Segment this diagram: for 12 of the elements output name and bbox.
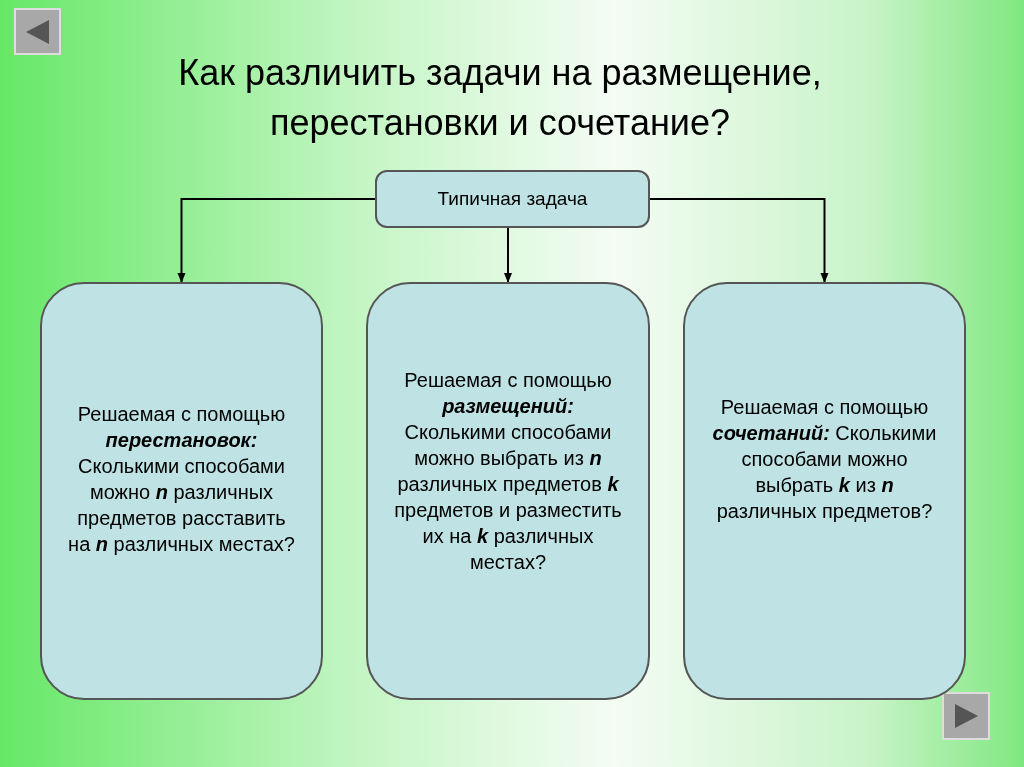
category-box	[40, 282, 323, 700]
category-box	[366, 282, 650, 700]
box-text: Решаемая с помощью размещений: Сколькими способами можно выбрать из n различных предметов k предметов и разместить их на k различных местах?	[393, 368, 623, 575]
box-text: Решаемая с помощью сочетаний: Сколькими способами можно выбрать k из n различных предметов?	[711, 395, 938, 524]
heading-box	[375, 170, 650, 228]
connector-arrow	[177, 198, 376, 283]
box-text: Типичная задача	[437, 186, 588, 211]
category-box	[683, 282, 966, 700]
slide-title: Как различить задачи на размещение, перестановки и сочетание?	[177, 51, 823, 146]
connector-arrow	[504, 227, 512, 283]
connector-arrow	[649, 198, 829, 283]
box-text: Решаемая с помощью перестановок: Сколькими способами можно n различных предметов расставить на n различных местах?	[67, 402, 296, 557]
